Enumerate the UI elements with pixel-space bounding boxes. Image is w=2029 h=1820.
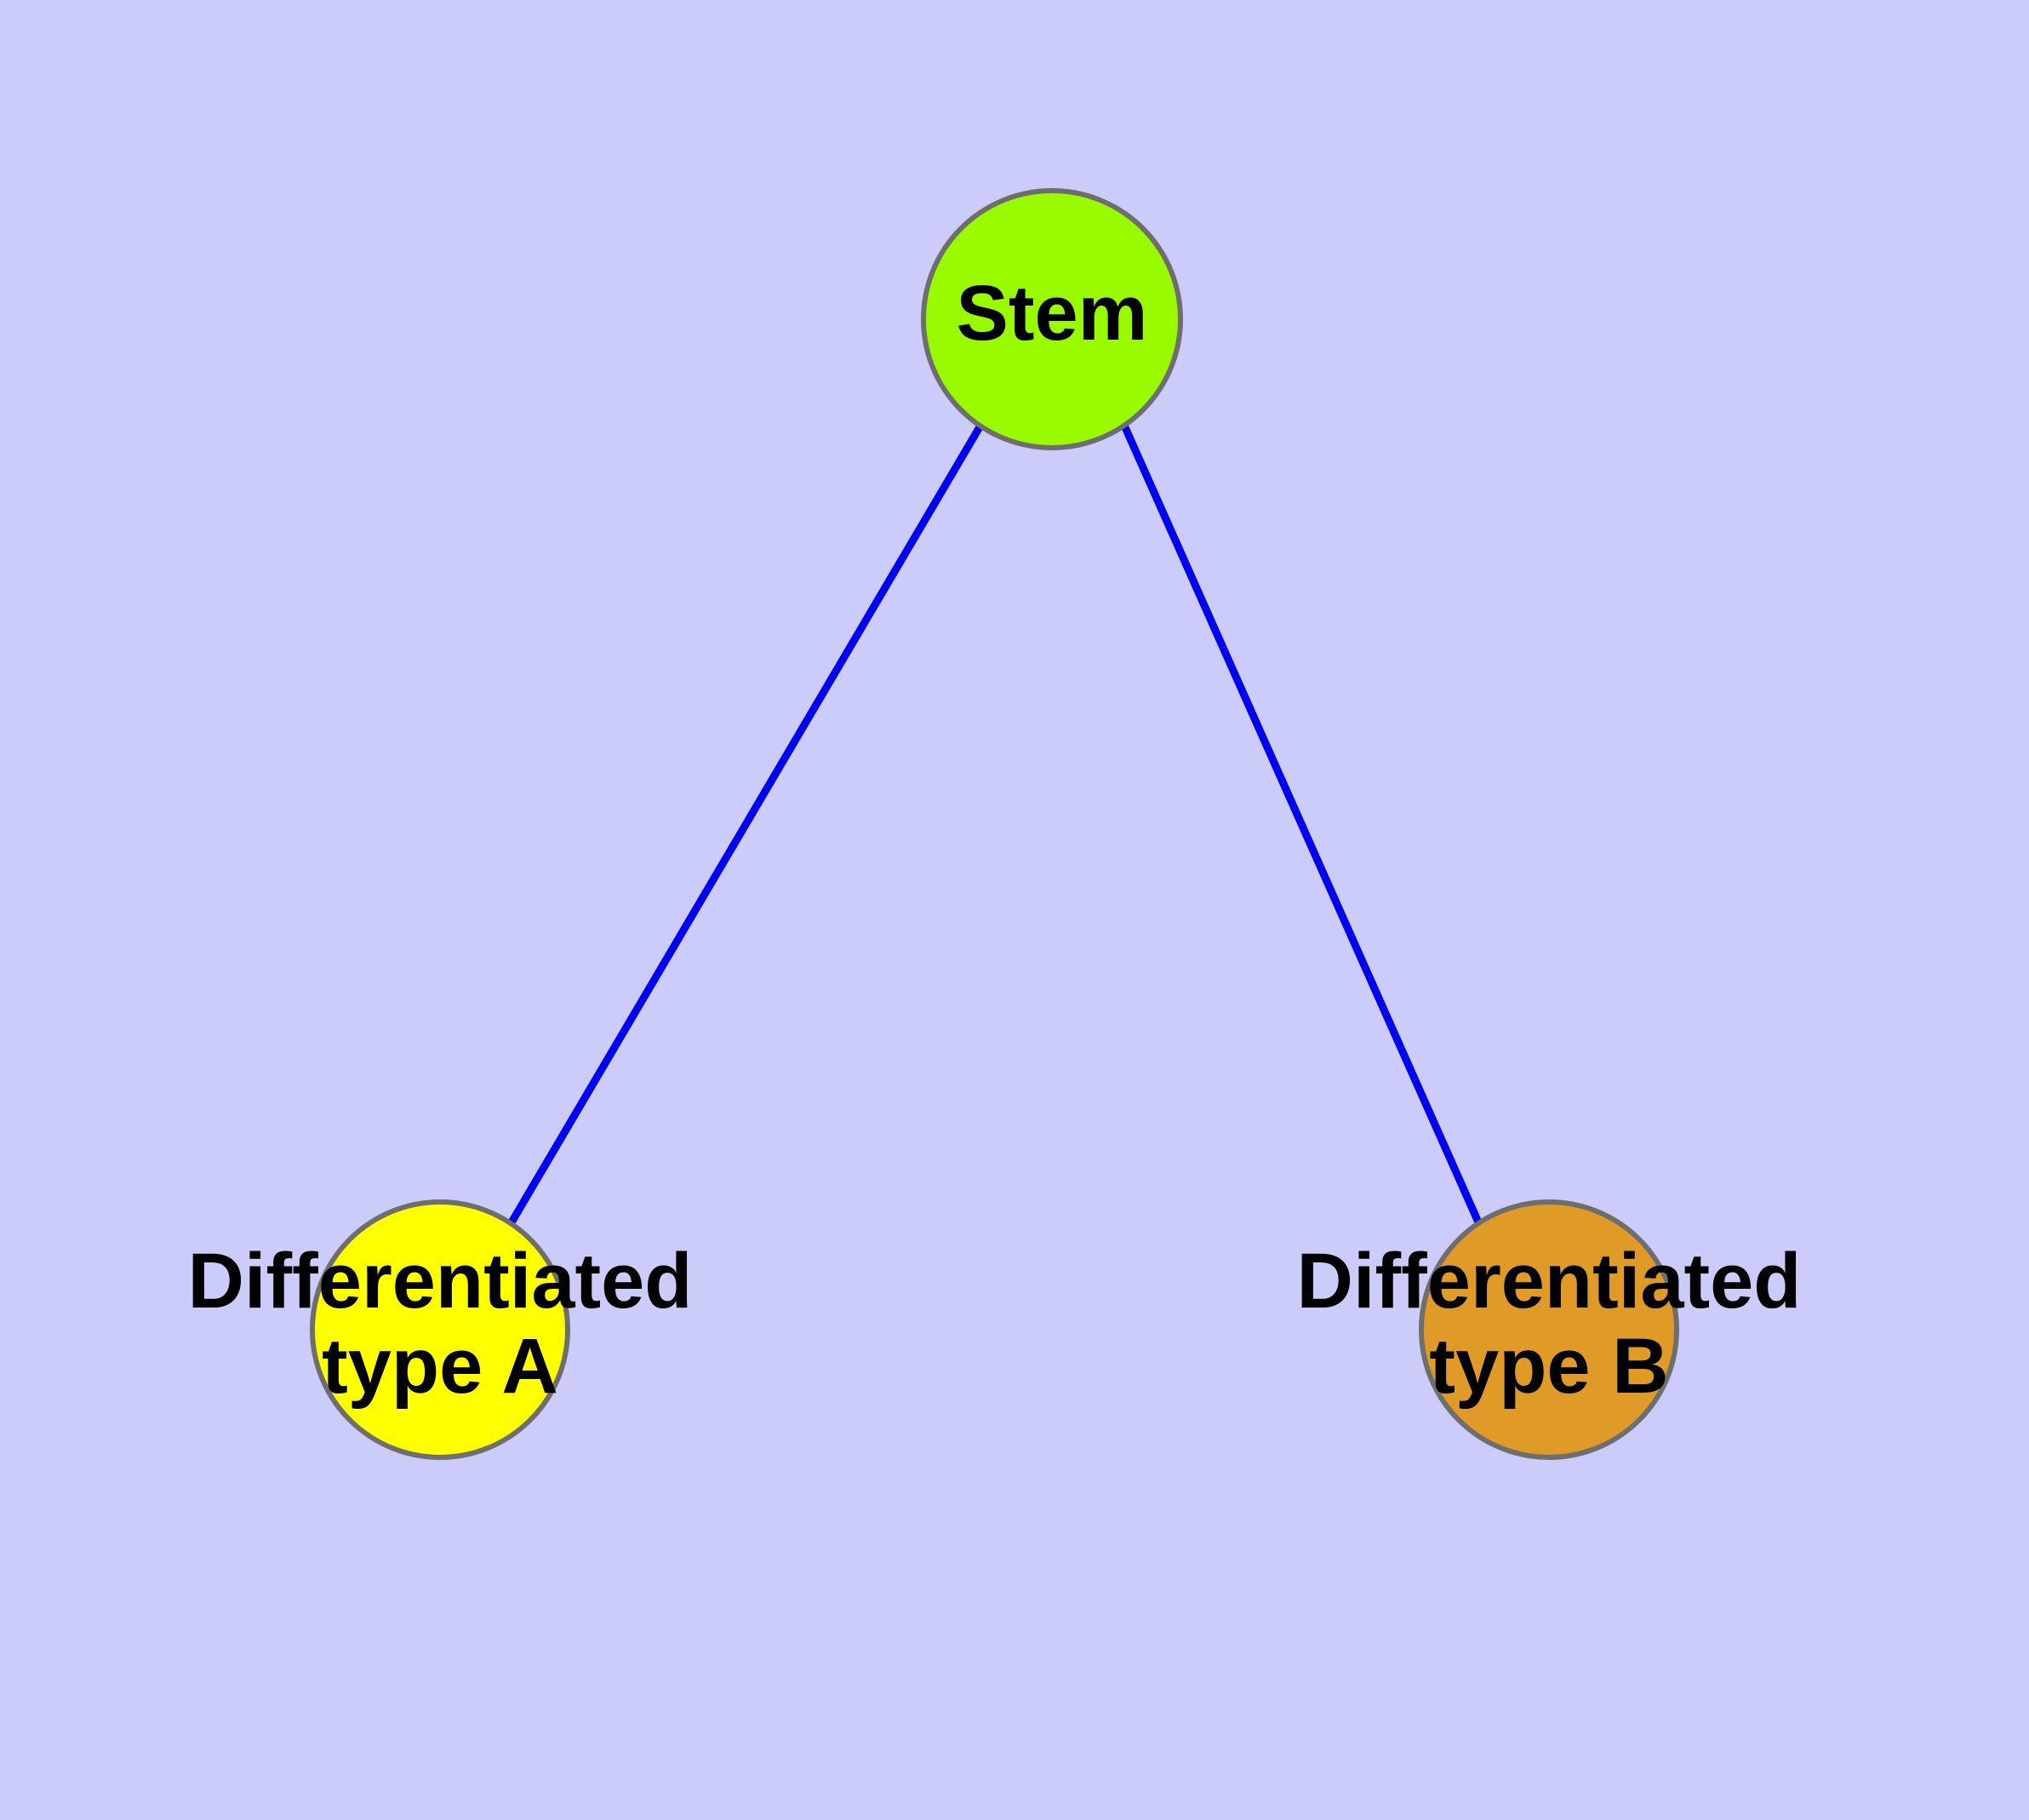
node-label-line: Differentiated [188, 1238, 693, 1325]
edge-stem-to-diff-a [508, 423, 984, 1225]
node-layer [310, 188, 1679, 1460]
node-diff_a[interactable] [310, 1199, 570, 1460]
node-label-line: Stem [957, 270, 1148, 357]
node-label-line: type A [322, 1323, 558, 1410]
edge-stem-to-diff-b [1121, 426, 1483, 1226]
node-stem[interactable] [921, 188, 1183, 450]
edge-layer [508, 423, 1483, 1226]
node-diff_b[interactable] [1419, 1199, 1679, 1460]
node-label-line: type B [1429, 1323, 1668, 1410]
node-label-line: Differentiated [1297, 1238, 1802, 1325]
node-label-stem: Stem [957, 270, 1148, 357]
